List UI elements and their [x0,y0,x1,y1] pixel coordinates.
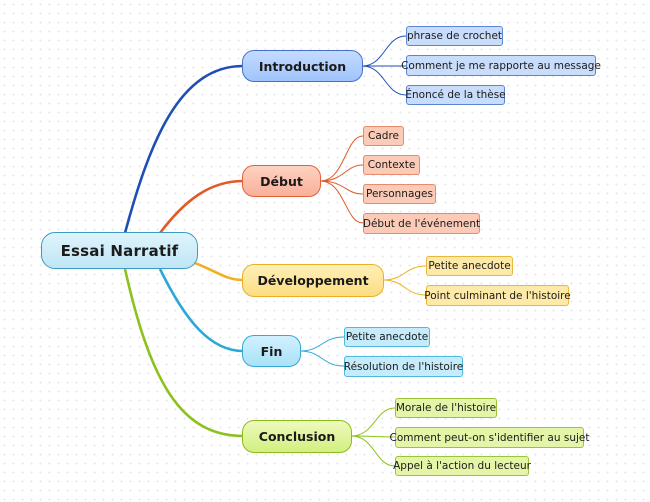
link-debut-4 [319,180,364,224]
leaf-conclusion-appel[interactable]: Appel à l'action du lecteur [393,456,531,476]
branch-introduction[interactable]: Introduction [242,50,363,82]
link-introduction-1 [361,35,407,67]
leaf-debut-evenement[interactable]: Début de l'événement [363,213,480,234]
link-debut-3 [319,180,364,195]
link-central-fin [158,268,244,353]
leaf-conclusion-morale[interactable]: Morale de l'histoire [395,398,497,418]
leaf-developpement-anecdote[interactable]: Petite anecdote [426,256,513,276]
leaf-conclusion-identifier[interactable]: Comment peut-on s'identifier au sujet [390,427,589,448]
branch-debut[interactable]: Début [242,165,321,197]
leaf-debut-personnages[interactable]: Personnages [363,184,436,204]
link-conclusion-1 [350,407,396,437]
leaf-introduction-message[interactable]: Comment je me rapporte au message [401,55,601,76]
leaf-introduction-hook[interactable]: phrase de crochet [406,26,503,46]
branch-developpement[interactable]: Développement [242,264,384,297]
leaf-fin-anecdote[interactable]: Petite anecdote [344,327,430,347]
branch-fin[interactable]: Fin [242,335,301,367]
link-introduction-3 [361,65,407,96]
leaf-debut-contexte[interactable]: Contexte [363,155,420,175]
leaf-fin-resolution[interactable]: Résolution de l'histoire [344,356,463,377]
link-central-introduction [123,64,244,234]
link-conclusion-3 [350,435,396,467]
central-topic[interactable]: Essai Narratif [41,232,198,269]
link-central-debut [158,179,244,234]
branch-conclusion[interactable]: Conclusion [242,420,352,453]
leaf-debut-cadre[interactable]: Cadre [363,126,404,146]
link-conclusion-2 [350,435,396,438]
link-central-conclusion [123,268,244,438]
leaf-developpement-climax[interactable]: Point culminant de l'histoire [424,285,571,306]
link-debut-1 [319,135,364,182]
leaf-introduction-thesis[interactable]: Énoncé de la thèse [405,85,506,105]
link-developpement-1 [382,265,427,281]
link-fin-1 [299,336,345,352]
link-fin-2 [299,350,345,367]
link-central-developpement [191,260,244,282]
link-debut-2 [319,164,364,182]
link-developpement-2 [382,279,427,296]
